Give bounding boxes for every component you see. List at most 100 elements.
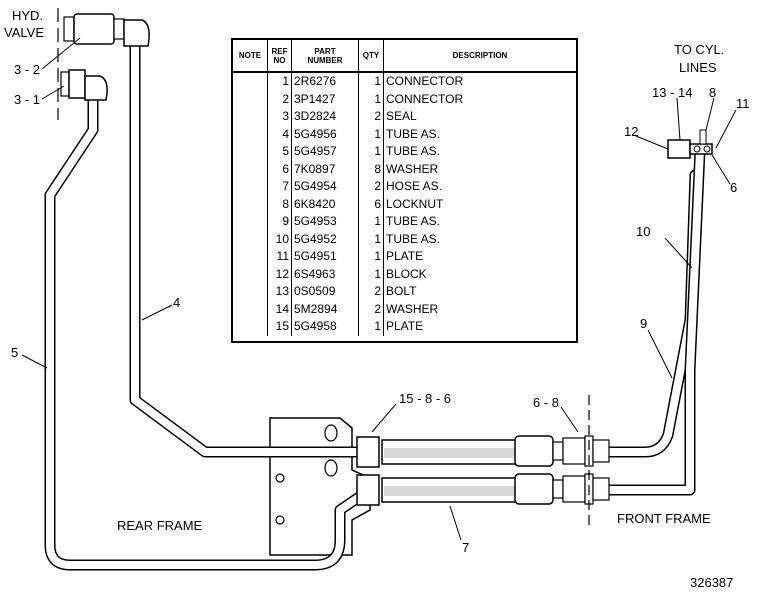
cell-qty: 1 xyxy=(358,265,384,283)
cell-qty: 1 xyxy=(358,213,384,231)
header-ref-l1: REF xyxy=(271,46,288,56)
cell-description: LOCKNUT xyxy=(386,196,444,211)
cell-part-number: 5G4957 xyxy=(291,143,359,161)
tube-4 xyxy=(129,39,368,458)
callout-12: 12 xyxy=(624,124,638,139)
cell-note xyxy=(233,178,268,196)
cell-note xyxy=(233,283,268,301)
cell-qty: 8 xyxy=(358,160,384,178)
cell-ref-no: 12 xyxy=(267,265,292,283)
header-part-l1: PART xyxy=(314,46,336,56)
valve-fitting-3-1 xyxy=(60,69,108,101)
block-assembly xyxy=(667,129,713,159)
cell-description: PLATE xyxy=(386,249,424,264)
cell-ref-no: 15 xyxy=(267,318,292,336)
cell-part-number: 5G4953 xyxy=(291,213,359,231)
cell-description: BOLT xyxy=(386,284,417,299)
tube-5 xyxy=(44,86,368,571)
cell-part-number: 7K0897 xyxy=(291,160,359,178)
hose-7-lower xyxy=(381,477,518,503)
cell-qty: 1 xyxy=(358,318,384,336)
cell-part-number: 2R6276 xyxy=(291,72,359,91)
hose-end-lower xyxy=(514,473,610,505)
to-cyl-label-2: LINES xyxy=(679,60,717,75)
plate-hole xyxy=(324,459,338,477)
cell-part-number: 5M2894 xyxy=(291,300,359,318)
hyd-valve-label-2: VALVE xyxy=(4,25,44,40)
cell-note xyxy=(233,195,268,213)
cell-note xyxy=(233,72,268,91)
leader-lines xyxy=(21,37,737,541)
cell-part-number: 6S4963 xyxy=(291,265,359,283)
hose-fitting xyxy=(356,474,380,506)
cell-description: CONNECTOR xyxy=(386,91,464,106)
cell-note xyxy=(233,125,268,143)
cell-ref-no: 2 xyxy=(267,90,292,108)
cell-description: WASHER xyxy=(386,301,439,316)
cell-part-number: 5G4951 xyxy=(291,248,359,266)
cell-description: WASHER xyxy=(386,161,439,176)
cell-note xyxy=(233,108,268,126)
cell-ref-no: 8 xyxy=(267,195,292,213)
figure-number: 326387 xyxy=(690,575,733,590)
cell-ref-no: 3 xyxy=(267,108,292,126)
cell-qty: 1 xyxy=(358,125,384,143)
cell-note xyxy=(233,213,268,231)
callout-7: 7 xyxy=(462,540,469,555)
cell-part-number: 6K8420 xyxy=(291,195,359,213)
hyd-valve-label-1: HYD. xyxy=(12,8,43,23)
cell-qty: 2 xyxy=(358,178,384,196)
cell-qty: 2 xyxy=(358,108,384,126)
tube-10 xyxy=(604,144,706,496)
cell-note xyxy=(233,143,268,161)
callout-9: 9 xyxy=(640,316,647,331)
cell-part-number: 5G4956 xyxy=(291,125,359,143)
cell-note xyxy=(233,318,268,336)
cell-ref-no: 7 xyxy=(267,178,292,196)
cell-description: TUBE AS. xyxy=(386,144,441,159)
cell-description: TUBE AS. xyxy=(386,126,441,141)
header-part-l2: NUMBER xyxy=(307,55,343,65)
cell-part-number: 5G4954 xyxy=(291,178,359,196)
cell-ref-no: 10 xyxy=(267,230,292,248)
cell-description: CONNECTOR xyxy=(386,74,464,89)
cell-part-number: 3D2824 xyxy=(291,108,359,126)
rear-mounting-plate xyxy=(269,417,371,556)
cell-qty: 6 xyxy=(358,195,384,213)
tube-9 xyxy=(604,169,701,458)
to-cyl-label-1: TO CYL. xyxy=(674,42,724,57)
cell-qty: 1 xyxy=(358,230,384,248)
callout-4: 4 xyxy=(173,295,180,310)
cell-note xyxy=(233,248,268,266)
callout-3-2: 3 - 2 xyxy=(14,62,40,77)
cell-qty: 1 xyxy=(358,90,384,108)
front-frame-label: FRONT FRAME xyxy=(617,511,711,526)
cell-ref-no: 1 xyxy=(267,72,292,91)
header-ref-l2: NO xyxy=(273,55,286,65)
cell-qty: 1 xyxy=(358,72,384,91)
cell-part-number: 0S0509 xyxy=(291,283,359,301)
cell-part-number: 3P1427 xyxy=(291,90,359,108)
plate-hole xyxy=(275,515,285,525)
cell-qty: 2 xyxy=(358,283,384,301)
callout-6-8: 6 - 8 xyxy=(533,395,559,410)
header-description: DESCRIPTION xyxy=(383,40,576,73)
header-note: NOTE xyxy=(233,40,268,73)
callout-15-8-6: 15 - 8 - 6 xyxy=(399,391,451,406)
cell-ref-no: 13 xyxy=(267,283,292,301)
